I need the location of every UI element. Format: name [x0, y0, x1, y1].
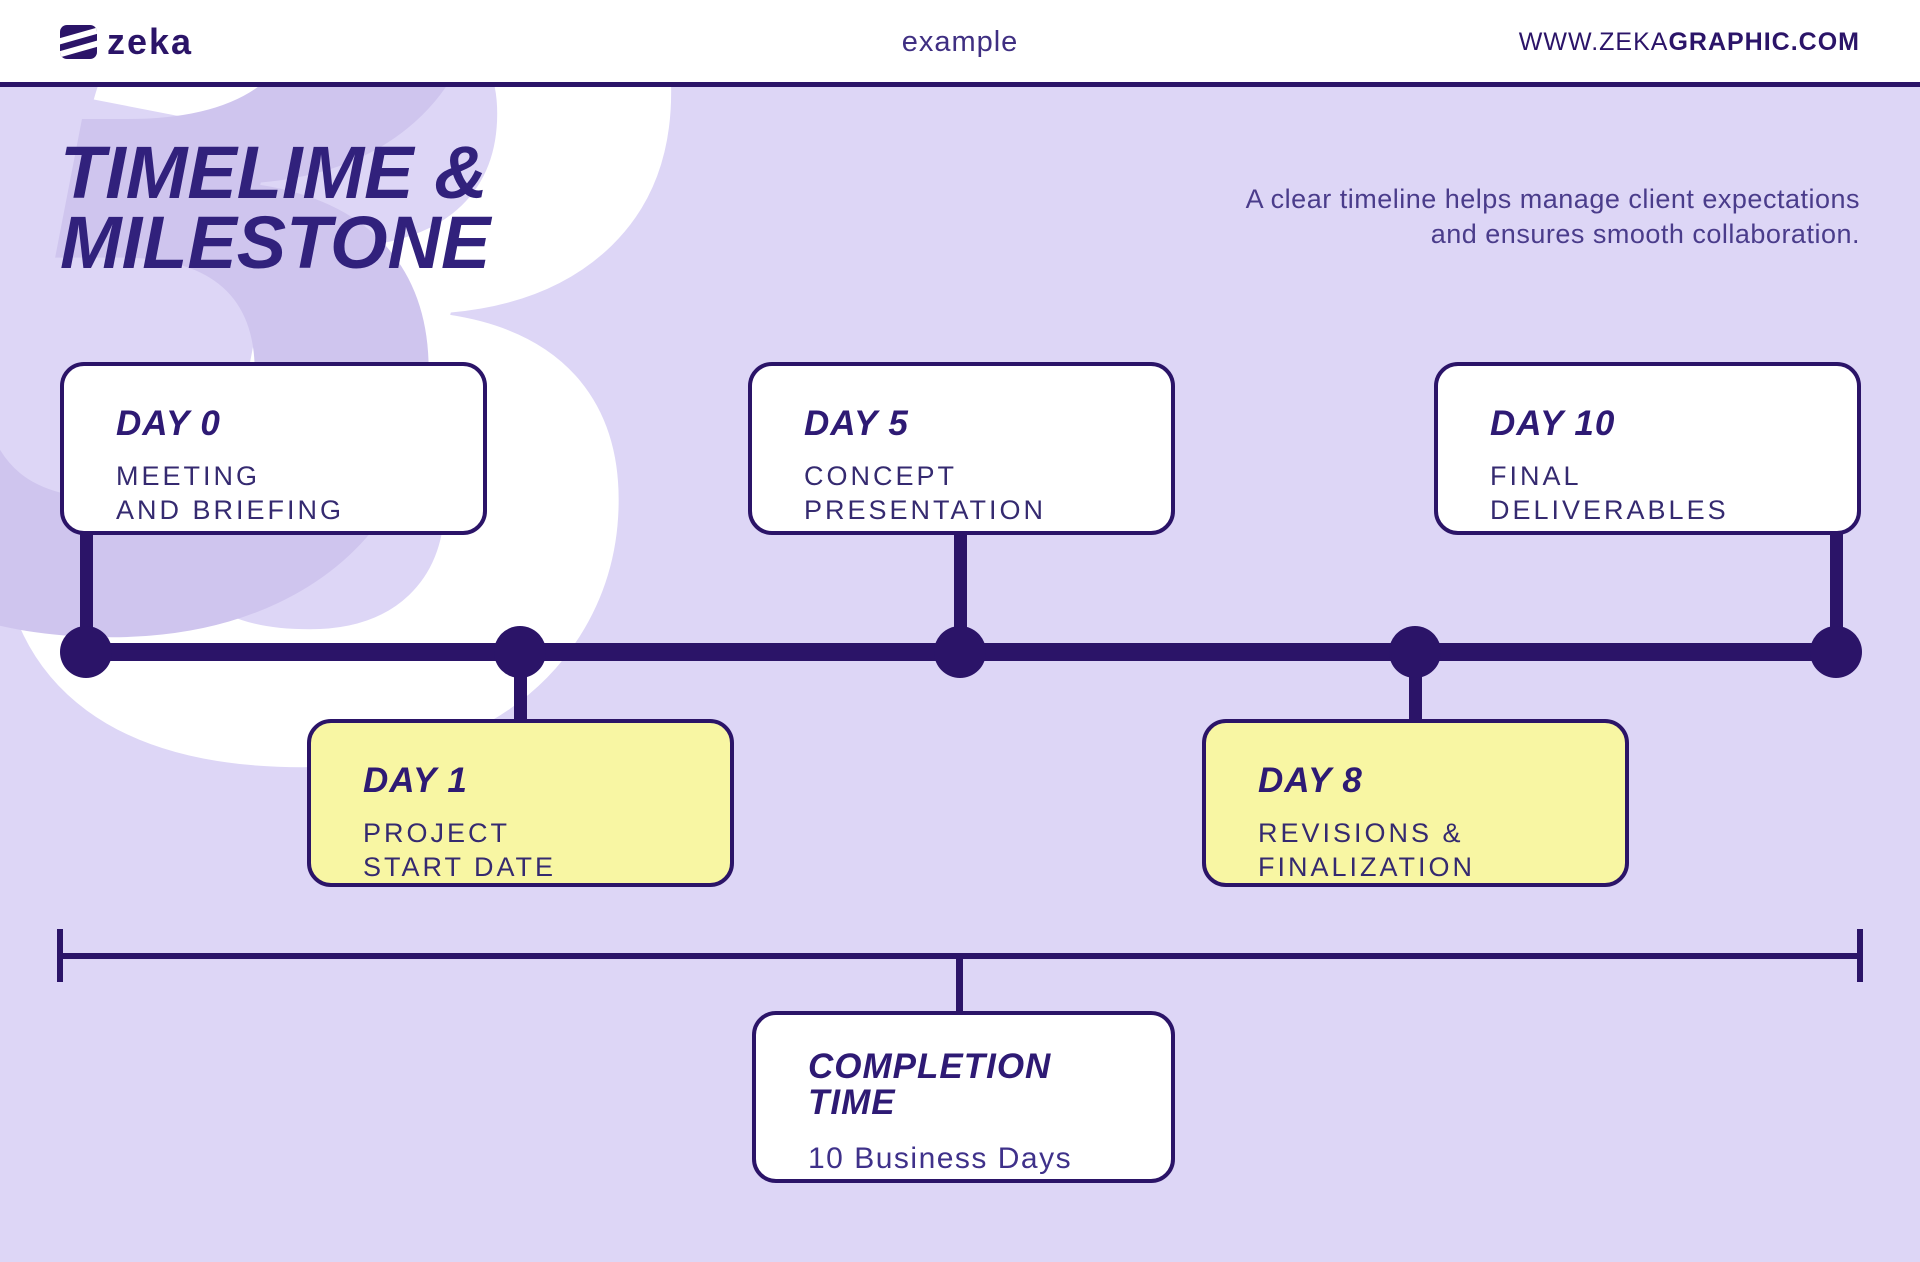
timeline-dot-day0 — [60, 626, 112, 678]
milestone-label: PROJECT START DATE — [363, 817, 700, 885]
timeline-dot-day8 — [1389, 626, 1441, 678]
milestone-day-title: DAY 8 — [1258, 761, 1363, 800]
timeline-dot-day10 — [1810, 626, 1862, 678]
milestone-day-title: DAY 0 — [116, 404, 221, 443]
timeline-dot-day1 — [494, 626, 546, 678]
header-bar: zeka example WWW.ZEKAGRAPHIC.COM — [0, 0, 1920, 87]
website-url-bold: GRAPHIC.COM — [1668, 28, 1860, 56]
timeline-connector-day5 — [954, 530, 967, 655]
milestone-box-day0: DAY 0 MEETING AND BRIEFING — [60, 362, 487, 535]
zeka-logo: zeka — [60, 24, 193, 60]
completion-title: COMPLETION TIME — [808, 1049, 1141, 1120]
milestone-day-title: DAY 5 — [804, 404, 909, 443]
page-title-line2: MILESTONE — [60, 200, 491, 284]
milestone-label-line1: PROJECT — [363, 818, 511, 848]
page-title-line1: TIMELIME & — [60, 131, 488, 214]
completion-time-box: COMPLETION TIME 10 Business Days — [752, 1011, 1175, 1183]
milestone-box-day1: DAY 1 PROJECT START DATE — [307, 719, 734, 887]
page-subtitle-line1: A clear timeline helps manage client exp… — [1245, 184, 1860, 214]
completion-title-line2: TIME — [808, 1082, 896, 1122]
milestone-box-day10: DAY 10 FINAL DELIVERABLES — [1434, 362, 1861, 535]
website-url-prefix: WWW.ZEKA — [1518, 28, 1669, 56]
milestone-label-line2: AND BRIEFING — [116, 494, 345, 525]
page-title: TIMELIME & MILESTONE — [60, 131, 491, 284]
timeline-connector-day0 — [80, 530, 93, 655]
milestone-day-title: DAY 1 — [363, 761, 468, 800]
website-url: WWW.ZEKAGRAPHIC.COM — [1519, 28, 1860, 57]
page-subtitle: A clear timeline helps manage client exp… — [1246, 182, 1860, 252]
milestone-label-line2: PRESENTATION — [804, 494, 1047, 525]
milestone-label-line1: CONCEPT — [804, 461, 958, 491]
timeline-connector-day10 — [1830, 530, 1843, 655]
duration-bracket-stem — [956, 956, 963, 1014]
zeka-logo-text: zeka — [107, 21, 194, 62]
page-subtitle-line2: and ensures smooth collaboration. — [1430, 219, 1860, 250]
zeka-logo-icon — [60, 25, 97, 59]
milestone-day-title: DAY 10 — [1490, 404, 1616, 443]
milestone-label-line2: DELIVERABLES — [1490, 494, 1729, 525]
milestone-label: CONCEPT PRESENTATION — [804, 460, 1141, 528]
header-center-label: example — [901, 26, 1019, 58]
milestone-label: MEETING AND BRIEFING — [116, 460, 453, 528]
completion-title-line1: COMPLETION — [808, 1047, 1052, 1086]
duration-bracket-right-tick — [1857, 929, 1863, 982]
completion-value: 10 Business Days — [808, 1142, 1073, 1176]
duration-bracket-left-tick — [57, 929, 63, 982]
milestone-label-line2: START DATE — [363, 851, 557, 882]
milestone-box-day8: DAY 8 REVISIONS & FINALIZATION — [1202, 719, 1629, 887]
timeline-dot-day5 — [934, 626, 986, 678]
milestone-label: FINAL DELIVERABLES — [1490, 460, 1827, 528]
milestone-label-line2: FINALIZATION — [1258, 851, 1476, 882]
milestone-label-line1: MEETING — [116, 461, 261, 491]
milestone-label: REVISIONS & FINALIZATION — [1258, 817, 1595, 885]
milestone-label-line1: REVISIONS & — [1258, 818, 1464, 848]
milestone-box-day5: DAY 5 CONCEPT PRESENTATION — [748, 362, 1175, 535]
milestone-label-line1: FINAL — [1490, 461, 1582, 491]
